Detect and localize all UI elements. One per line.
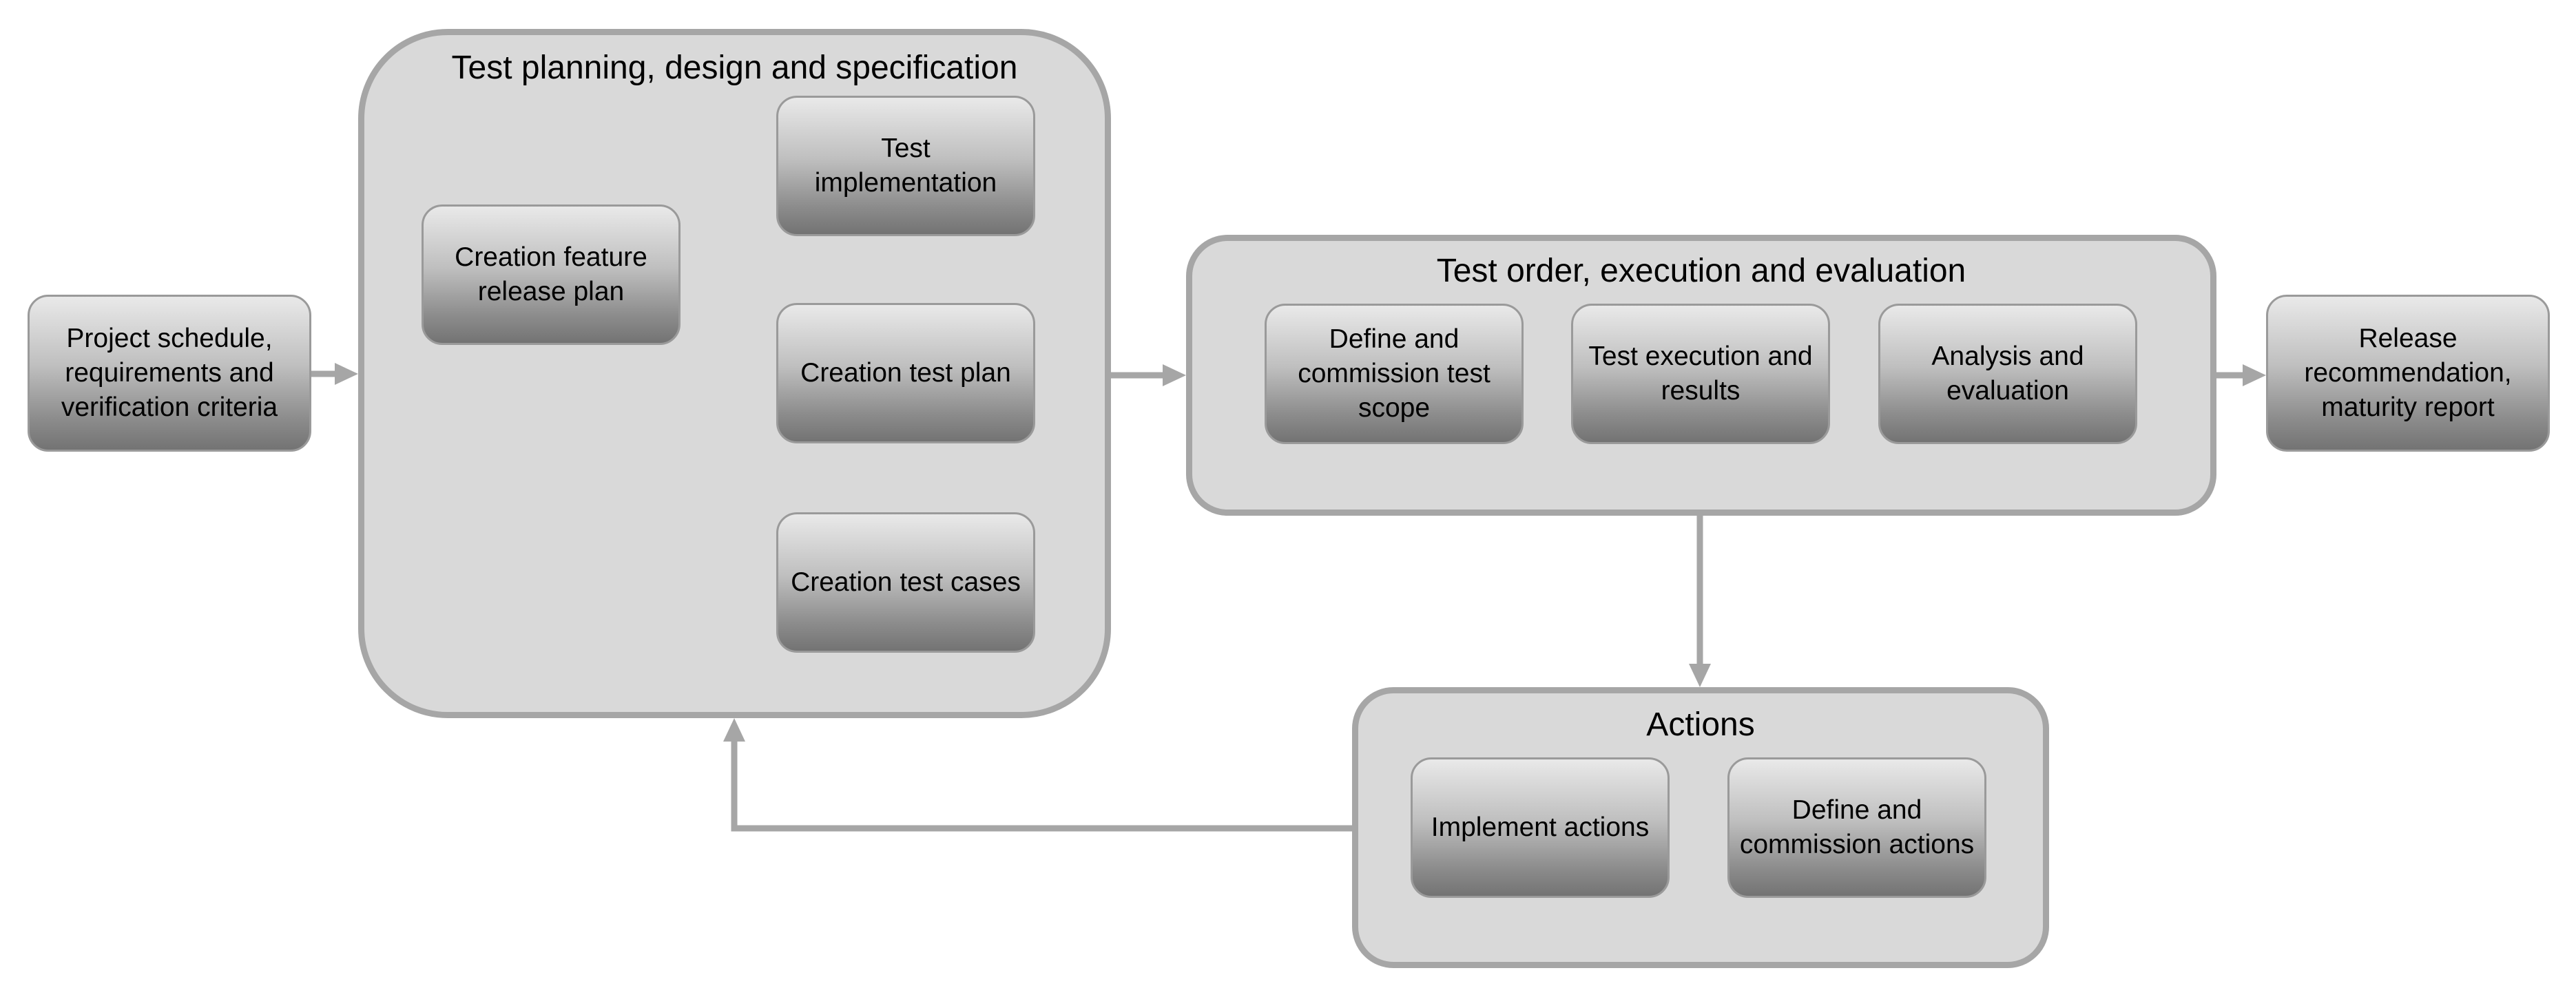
- group-title-actions: Actions: [1646, 706, 1755, 743]
- node-creation-test-cases: Creation test cases: [776, 512, 1035, 653]
- node-implement-actions: Implement actions: [1411, 757, 1670, 898]
- node-creation-test-plan: Creation test plan: [776, 303, 1035, 443]
- node-release-report: Release recommendation, maturity report: [2266, 295, 2550, 452]
- node-analysis-evaluation: Analysis and evaluation: [1878, 304, 2137, 444]
- arrowhead-planning-to-execution: [1163, 364, 1186, 386]
- node-define-test-scope: Define and commission test scope: [1265, 304, 1524, 444]
- node-test-implementation: Test implementation: [776, 96, 1035, 236]
- node-test-execution: Test execution and results: [1571, 304, 1830, 444]
- arrowhead-execution-to-release: [2243, 364, 2266, 386]
- node-project-schedule: Project schedule, requirements and verif…: [28, 295, 311, 452]
- arrowhead-input-to-planning: [335, 363, 358, 385]
- arrowhead-execution-to-actions: [1689, 664, 1711, 687]
- connector-feedback-loop: [731, 740, 1352, 832]
- arrowhead-feedback-loop: [723, 718, 745, 742]
- node-creation-feature-release-plan: Creation feature release plan: [422, 204, 681, 345]
- group-title-test-planning: Test planning, design and specification: [451, 50, 1018, 86]
- group-title-test-execution: Test order, execution and evaluation: [1436, 253, 1966, 289]
- node-define-actions: Define and commission actions: [1727, 757, 1986, 898]
